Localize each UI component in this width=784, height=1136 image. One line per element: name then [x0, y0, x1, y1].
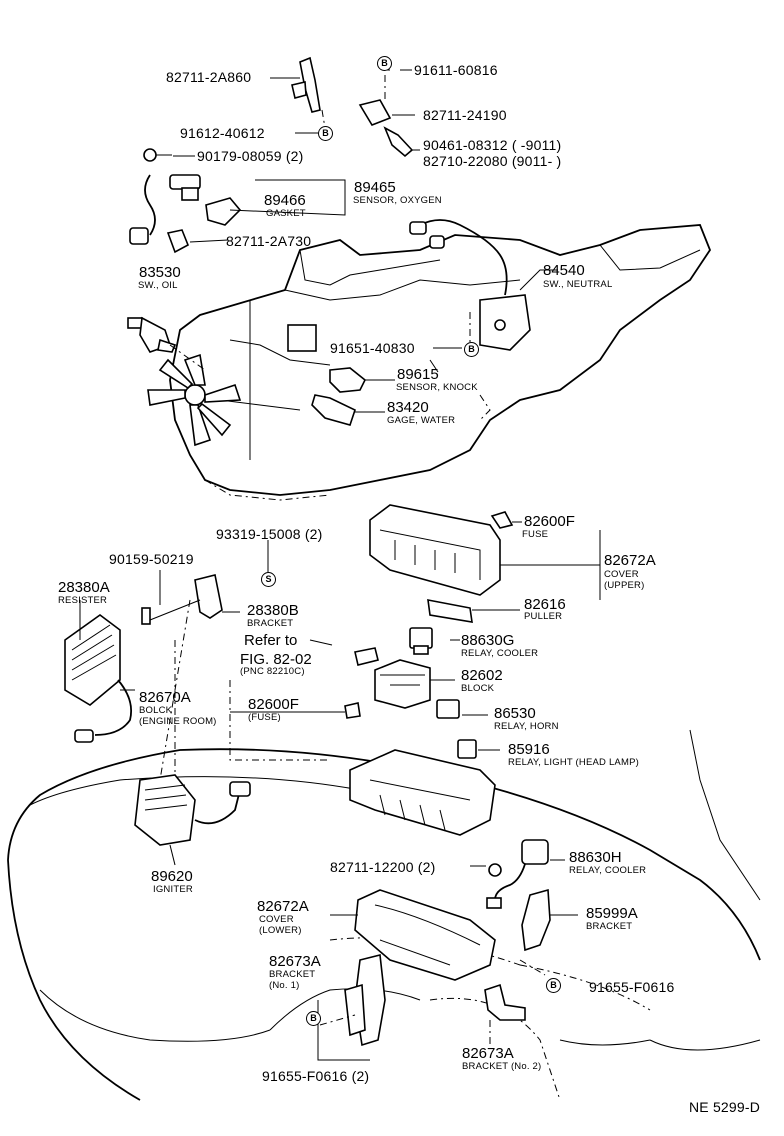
- marker-s: S: [261, 572, 276, 587]
- label-88630G: 88630G: [461, 632, 515, 649]
- label-89615-sub: SENSOR, KNOCK: [396, 382, 478, 393]
- label-89620-sub: IGNITER: [153, 884, 193, 895]
- label-82711-12200: 82711-12200 (2): [330, 859, 436, 875]
- label-89466-sub: GASKET: [266, 208, 306, 219]
- label-82711-24190: 82711-24190: [423, 107, 507, 123]
- label-93319-15008: 93319-15008 (2): [216, 526, 323, 542]
- label-82672A-upper: 82672A: [604, 552, 656, 569]
- label-82673A-no1-sub1: BRACKET: [269, 969, 316, 980]
- label-82673A-no2: 82673A: [462, 1045, 514, 1062]
- label-82673A-no2-sub: BRACKET (No. 2): [462, 1061, 542, 1072]
- resister-part: [64, 614, 133, 743]
- label-89465-sub: SENSOR, OXYGEN: [353, 195, 442, 206]
- label-85916: 85916: [508, 741, 550, 758]
- oxygen-sensor-parts: [129, 148, 242, 254]
- label-90179-08059: 90179-08059 (2): [197, 148, 304, 164]
- upper-cover-part: [369, 504, 600, 596]
- label-90159-50219: 90159-50219: [109, 551, 194, 567]
- label-82600F-mid-sub: (FUSE): [248, 712, 281, 723]
- top-bracket-parts: [270, 56, 420, 158]
- label-83530: 83530: [139, 264, 181, 281]
- label-82616: 82616: [524, 596, 566, 613]
- label-28380B: 28380B: [247, 602, 299, 619]
- neutral-switch-part: [409, 219, 531, 351]
- bracket-28380B-part: [141, 574, 223, 781]
- label-82670A-sub2: (ENGINE ROOM): [139, 716, 217, 727]
- label-82616-sub: PULLER: [524, 611, 563, 622]
- marker-b-91612: B: [318, 126, 333, 141]
- marker-b-91611: B: [377, 56, 392, 71]
- label-28380B-sub: BRACKET: [247, 618, 294, 629]
- label-83530-sub: SW., OIL: [138, 280, 178, 291]
- label-82672A-upper-sub2: (UPPER): [604, 580, 645, 591]
- label-88630G-sub: RELAY, COOLER: [461, 648, 539, 659]
- refer-to-line1: Refer to: [244, 632, 298, 649]
- label-86530: 86530: [494, 705, 536, 722]
- label-83420: 83420: [387, 399, 429, 416]
- label-89615: 89615: [397, 366, 439, 383]
- label-83420-sub: GAGE, WATER: [387, 415, 456, 426]
- marker-b-91655-right: B: [546, 978, 561, 993]
- label-91611-60816: 91611-60816: [414, 62, 498, 78]
- cooling-fan: [147, 353, 242, 447]
- lower-cover-part: [354, 889, 496, 981]
- fuse-and-puller-parts: [427, 511, 522, 623]
- igniter-part: [134, 774, 251, 866]
- label-28380A-sub: RESISTER: [58, 595, 108, 606]
- reference-code: NE 5299-D: [689, 1099, 761, 1115]
- label-85999A: 85999A: [586, 905, 638, 922]
- label-84540: 84540: [543, 262, 585, 279]
- refer-to-line2: FIG. 82-02: [240, 651, 312, 668]
- label-82600F-top: 82600F: [524, 513, 575, 530]
- label-82600F-mid: 82600F: [248, 696, 299, 713]
- lower-fuse-block-part: [229, 680, 496, 836]
- label-91651-40830: 91651-40830: [330, 340, 415, 356]
- label-82672A-lower-sub2: (LOWER): [259, 925, 302, 936]
- label-88630H: 88630H: [569, 849, 622, 866]
- bracket-no1-part: [319, 954, 386, 1047]
- cooler-relay-H-part: [486, 839, 549, 909]
- refer-to-line3: (PNC 82210C): [240, 666, 305, 677]
- label-82600F-top-sub: FUSE: [522, 529, 549, 540]
- engine-assembly: [147, 224, 712, 501]
- oil-switch-part: [127, 316, 206, 371]
- label-91655-F0616-left: 91655-F0616 (2): [262, 1068, 370, 1084]
- label-82673A-no1: 82673A: [269, 953, 321, 970]
- water-gage-part: [311, 394, 491, 426]
- marker-b-91651: B: [464, 342, 479, 357]
- label-82711-2A730: 82711-2A730: [226, 233, 312, 249]
- label-85999A-sub: BRACKET: [586, 921, 633, 932]
- label-82672A-lower: 82672A: [257, 898, 309, 915]
- label-82602-sub: BLOCK: [461, 683, 495, 694]
- label-89620: 89620: [151, 868, 193, 885]
- label-88630H-sub: RELAY, COOLER: [569, 865, 647, 876]
- label-82670A-sub1: BOLCK: [139, 705, 173, 716]
- marker-b-91655-left: B: [306, 1011, 321, 1026]
- label-28380A: 28380A: [58, 579, 110, 596]
- label-82672A-lower-sub1: COVER: [259, 914, 294, 925]
- label-82602: 82602: [461, 667, 503, 684]
- knock-sensor-part: [329, 359, 439, 393]
- label-82670A: 82670A: [139, 689, 191, 706]
- label-89466: 89466: [264, 192, 306, 209]
- label-85916-sub: RELAY, LIGHT (HEAD LAMP): [508, 757, 639, 768]
- label-82673A-no1-sub2: (No. 1): [269, 980, 300, 991]
- bracket-no2-part: [484, 983, 526, 1045]
- label-82672A-upper-sub1: COVER: [604, 569, 639, 580]
- label-86530-sub: RELAY, HORN: [494, 721, 559, 732]
- label-82710-22080: 82710-22080 (9011- ): [423, 153, 562, 169]
- label-84540-sub: SW., NEUTRAL: [543, 279, 613, 290]
- label-91612-40612: 91612-40612: [180, 125, 265, 141]
- label-82711-2A860: 82711-2A860: [166, 69, 252, 85]
- relay-block-parts: [344, 627, 477, 759]
- label-90461-08312: 90461-08312 ( -9011): [423, 137, 562, 153]
- bracket-85999A-part: [519, 888, 578, 976]
- label-91655-F0616-right: 91655-F0616: [589, 979, 675, 995]
- label-89465: 89465: [354, 179, 396, 196]
